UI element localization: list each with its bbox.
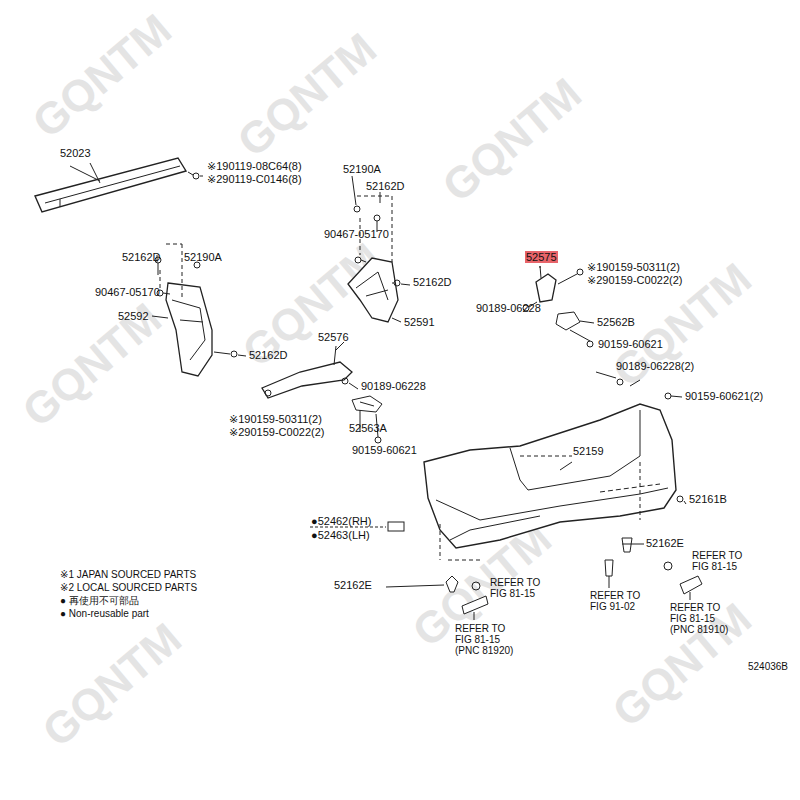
- watermark: GQNTM: [433, 68, 591, 212]
- part-number: 90189-06228(2): [616, 360, 694, 372]
- callout-number: 52576: [318, 331, 349, 343]
- callout-number: 52162E: [646, 537, 684, 549]
- callout-number: 52162D: [122, 251, 161, 263]
- legend-note: ● 再使用不可部品: [60, 595, 139, 607]
- watermark: GQNTM: [23, 4, 181, 148]
- legend-note: ※1 JAPAN SOURCED PARTS: [60, 569, 196, 581]
- part-number: 90159-60621: [352, 444, 417, 456]
- part-number: 52023: [60, 147, 91, 159]
- reference-note: REFER TO FIG 81-15: [490, 577, 552, 599]
- callout-number: 52162D: [249, 349, 288, 361]
- part-number: 90159-60621: [598, 338, 663, 350]
- reference-note: REFER TO FIG 81-15 (PNC 81920): [455, 623, 517, 656]
- part-number: ※190159-50311(2): [229, 413, 322, 425]
- part-number: 90189-06228: [476, 302, 541, 314]
- reference-note: REFER TO FIG 91-02: [590, 590, 652, 612]
- part-number: 90189-06228: [361, 380, 426, 392]
- reference-note: REFER TO FIG 81-15: [692, 550, 754, 572]
- callout-number: 52162E: [334, 579, 372, 591]
- callout-number: 52575: [525, 251, 558, 263]
- callout-number: ●52462(RH): [311, 515, 371, 527]
- callout-number: 52161B: [689, 493, 727, 505]
- part-number: ※190119-08C64(8): [207, 160, 302, 172]
- part-number: 90467-05170: [324, 228, 389, 240]
- part-number: ※290119-C0146(8): [207, 173, 302, 185]
- part-number: ※190159-50311(2): [587, 261, 680, 273]
- reference-note: REFER TO FIG 81-15 (PNC 81910): [670, 602, 732, 635]
- watermark: GQNTM: [33, 613, 191, 757]
- part-number: ※290159-C0022(2): [229, 426, 324, 438]
- callout-number: 52162D: [366, 180, 405, 192]
- callout-number: 52190A: [184, 251, 222, 263]
- legend-note: ※2 LOCAL SOURCED PARTS: [60, 582, 197, 594]
- callout-number: ●52463(LH): [311, 529, 370, 541]
- part-number: 90467-05170: [95, 286, 160, 298]
- callout-number: 52562B: [597, 316, 635, 328]
- callout-number: 52190A: [343, 163, 381, 175]
- callout-number: 52592: [118, 310, 149, 322]
- callout-number: 52159: [573, 445, 604, 457]
- figure-code: 524036B: [748, 661, 788, 673]
- callout-number: 52591: [404, 316, 435, 328]
- callout-number: 52162D: [413, 276, 452, 288]
- callout-number: 52563A: [349, 422, 387, 434]
- legend-note: ● Non-reusable part: [60, 608, 149, 620]
- part-number: ※290159-C0022(2): [587, 274, 682, 286]
- part-number: 90159-60621(2): [685, 390, 763, 402]
- watermark: GQNTM: [228, 23, 386, 167]
